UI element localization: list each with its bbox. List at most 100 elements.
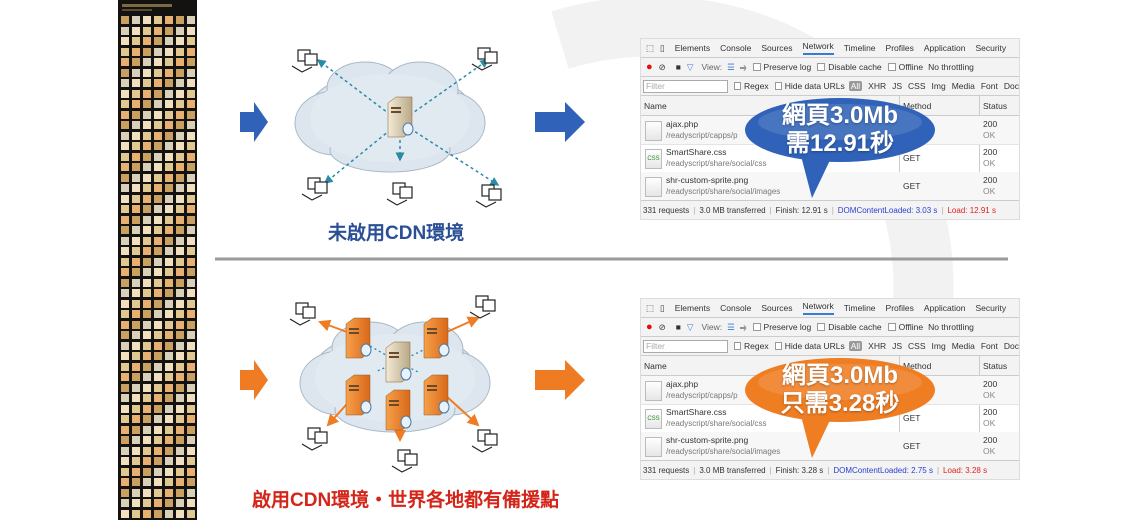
product-thumbnail: [121, 257, 129, 266]
column-status[interactable]: Status: [983, 100, 1008, 111]
status-text: OK: [983, 418, 996, 428]
filter-type-js[interactable]: JS: [892, 341, 903, 351]
filter-type-js[interactable]: JS: [892, 81, 903, 91]
camera-icon[interactable]: ■: [675, 62, 681, 72]
column-name[interactable]: Name: [644, 100, 667, 111]
preserve-log-label: Preserve log: [763, 62, 812, 72]
preserve-log-checkbox[interactable]: [752, 323, 761, 331]
hide-data-urls-checkbox[interactable]: [774, 342, 782, 350]
inspect-icon[interactable]: ⬚: [646, 42, 655, 53]
offline-checkbox[interactable]: [887, 323, 896, 331]
product-thumbnail: [154, 121, 162, 129]
caption-no-cdn: 未啟用CDN環境: [328, 223, 465, 244]
device-icon[interactable]: ▯: [660, 302, 665, 313]
column-method[interactable]: Method: [903, 360, 932, 371]
product-thumbnail: [132, 499, 140, 507]
product-thumbnail: [187, 58, 195, 66]
product-thumbnail: [176, 121, 184, 129]
filter-type-media[interactable]: Media: [951, 341, 975, 351]
filter-input[interactable]: Filter: [643, 339, 728, 353]
product-thumbnail: [187, 310, 195, 318]
tab-timeline[interactable]: Timeline: [843, 303, 876, 313]
table-row[interactable]: shr-custom-sprite.png /readyscript/share…: [641, 172, 1019, 201]
product-thumbnail: [154, 142, 162, 150]
throttling-select[interactable]: No throttling: [928, 322, 974, 332]
computer-icon: [471, 47, 498, 71]
tab-profiles[interactable]: Profiles: [885, 43, 914, 53]
column-status[interactable]: Status: [983, 360, 1008, 371]
filter-type-font[interactable]: Font: [980, 81, 998, 91]
device-icon[interactable]: ▯: [660, 42, 665, 53]
clear-icon[interactable]: ⊘: [658, 321, 666, 332]
column-method[interactable]: Method: [903, 100, 932, 111]
filter-type-doc[interactable]: Doc: [1003, 341, 1019, 351]
filter-type-css[interactable]: CSS: [908, 341, 926, 351]
product-thumbnail: [187, 68, 195, 77]
waterfall-view-icon[interactable]: ⥤: [739, 61, 747, 72]
filter-type-font[interactable]: Font: [980, 341, 998, 351]
filter-input[interactable]: Filter: [643, 79, 728, 93]
tab-console[interactable]: Console: [720, 43, 752, 53]
filter-type-doc[interactable]: Doc: [1003, 81, 1019, 91]
tab-elements[interactable]: Elements: [674, 43, 711, 53]
tab-application[interactable]: Application: [923, 303, 966, 313]
list-view-icon[interactable]: ☰: [727, 321, 735, 332]
filter-type-all[interactable]: All: [848, 81, 863, 91]
filter-type-img[interactable]: Img: [931, 81, 946, 91]
filter-type-xhr[interactable]: XHR: [868, 341, 887, 351]
product-thumbnail-strip: [118, 0, 197, 520]
disable-cache-checkbox[interactable]: [817, 63, 826, 71]
clear-icon[interactable]: ⊘: [658, 61, 666, 72]
filter-type-xhr[interactable]: XHR: [868, 81, 887, 91]
tab-application[interactable]: Application: [923, 43, 966, 53]
summary-bar: 331 requests| 3.0 MB transferred| Finish…: [641, 460, 1019, 479]
product-thumbnail: [154, 299, 162, 308]
regex-label: Regex: [744, 341, 769, 351]
filter-icon[interactable]: ▽: [686, 61, 694, 72]
disable-cache-checkbox[interactable]: [817, 323, 826, 331]
waterfall-view-icon[interactable]: ⥤: [739, 321, 747, 332]
tab-profiles[interactable]: Profiles: [885, 303, 914, 313]
regex-checkbox[interactable]: [733, 82, 742, 90]
finish-time: Finish: 12.91 s: [775, 205, 828, 215]
preserve-log-checkbox[interactable]: [752, 63, 761, 71]
product-thumbnail: [132, 362, 140, 371]
tab-security[interactable]: Security: [975, 43, 1007, 53]
regex-checkbox[interactable]: [733, 342, 742, 350]
tab-network[interactable]: Network: [802, 41, 834, 55]
product-thumbnail: [132, 320, 140, 329]
product-thumbnail: [143, 289, 151, 297]
list-view-icon[interactable]: ☰: [727, 61, 735, 72]
filter-type-all[interactable]: All: [848, 341, 863, 351]
tab-sources[interactable]: Sources: [761, 303, 793, 313]
tab-security[interactable]: Security: [975, 303, 1007, 313]
throttling-select[interactable]: No throttling: [928, 62, 974, 72]
tab-console[interactable]: Console: [720, 303, 752, 313]
product-thumbnail: [176, 278, 184, 287]
offline-checkbox[interactable]: [887, 63, 896, 71]
filter-type-img[interactable]: Img: [931, 341, 946, 351]
record-icon[interactable]: ●: [646, 321, 653, 333]
tab-sources[interactable]: Sources: [761, 43, 793, 53]
inspect-icon[interactable]: ⬚: [646, 302, 655, 313]
tab-network[interactable]: Network: [802, 301, 834, 315]
product-thumbnail: [154, 404, 162, 413]
arrow-blue-right: [535, 102, 585, 142]
tab-timeline[interactable]: Timeline: [843, 43, 876, 53]
product-thumbnail: [176, 509, 184, 518]
product-thumbnail: [187, 173, 195, 182]
product-thumbnail: [176, 404, 184, 413]
filter-icon[interactable]: ▽: [686, 321, 694, 332]
status-text: OK: [983, 446, 996, 456]
filter-type-media[interactable]: Media: [951, 81, 975, 91]
filter-type-css[interactable]: CSS: [908, 81, 926, 91]
record-icon[interactable]: ●: [646, 61, 653, 73]
tab-elements[interactable]: Elements: [674, 303, 711, 313]
camera-icon[interactable]: ■: [675, 322, 681, 332]
product-thumbnail: [187, 163, 195, 171]
product-thumbnail: [143, 184, 151, 192]
hide-data-urls-checkbox[interactable]: [774, 82, 782, 90]
product-thumbnail: [121, 289, 129, 297]
product-thumbnail: [132, 79, 140, 87]
column-name[interactable]: Name: [644, 360, 667, 371]
